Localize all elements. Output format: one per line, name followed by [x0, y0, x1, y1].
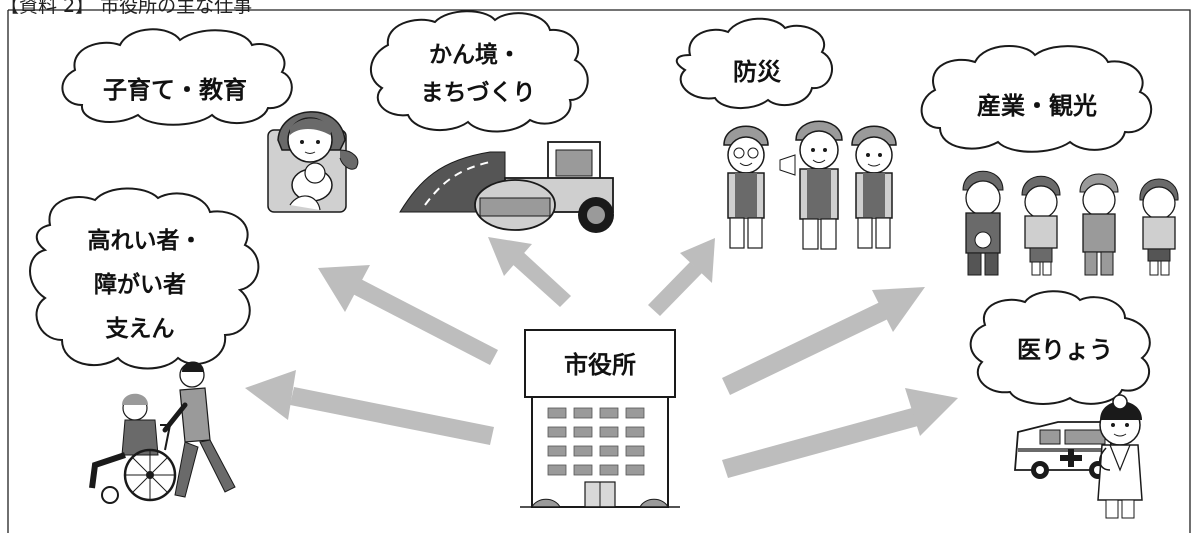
wheelchair-caregiver-icon: [89, 361, 236, 504]
cloud-childcare-label: 子育て・教育: [103, 76, 247, 104]
arrow-to-elderly: [245, 370, 494, 445]
cloud-medical-label: 医りょう: [1017, 336, 1113, 364]
cloud-disaster: 防災: [675, 17, 833, 109]
header-caption: 【資料 2】 市役所の主な仕事: [0, 0, 253, 17]
ambulance-doctor-icon: [1014, 394, 1143, 519]
disaster-workers-icon: [723, 120, 897, 250]
frame-top-right: [8, 9, 1191, 533]
cloud-industry: 産業・観光: [920, 44, 1153, 153]
arrow-to-childcare: [318, 265, 498, 365]
cloud-elderly-line3: 支えん: [105, 316, 175, 342]
mother-with-baby-icon: [267, 111, 359, 213]
cloud-elderly-line2: 障がい者: [94, 271, 186, 298]
cloud-environment-line2: まちづくり: [421, 80, 536, 106]
arrows: [245, 237, 958, 478]
cloud-elderly: 高れい者・ 障がい者 支えん: [29, 187, 260, 370]
arrow-to-environment: [488, 237, 571, 307]
cloud-environment-line1: かん境・: [429, 41, 521, 68]
cloud-environment: かん境・ まちづくり: [369, 10, 589, 133]
cloud-elderly-line1: 高れい者・: [88, 227, 203, 254]
road-roller-icon: [399, 141, 614, 233]
cloud-childcare: 子育て・教育: [61, 28, 293, 126]
arrow-to-industry: [722, 287, 925, 395]
city-hall-building-icon: 市役所: [520, 329, 680, 508]
arrow-to-disaster: [648, 238, 715, 316]
arrow-to-medical: [722, 388, 958, 478]
cloud-industry-label: 産業・観光: [977, 92, 1097, 120]
cloud-disaster-label: 防災: [733, 58, 782, 86]
cloud-medical: 医りょう: [969, 290, 1151, 405]
city-hall-label: 市役所: [564, 351, 636, 379]
workers-group-icon: [962, 170, 1179, 276]
